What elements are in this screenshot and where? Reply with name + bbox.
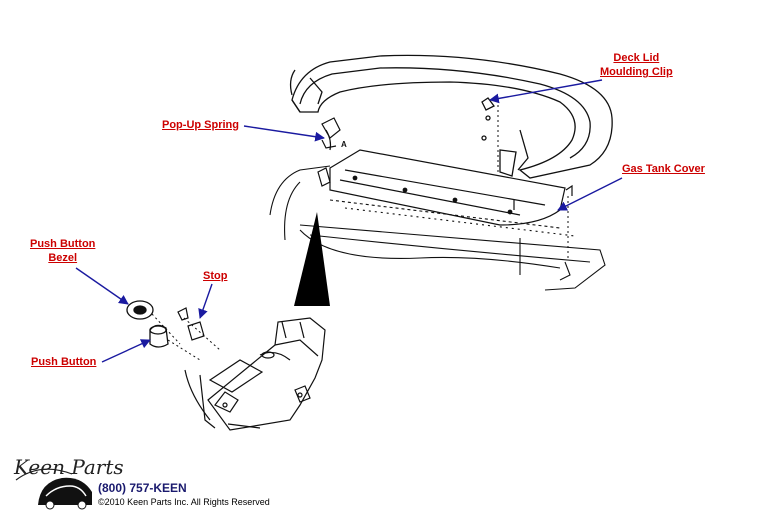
arrow-pop-up-spring (243, 125, 325, 142)
arrow-push-button (101, 339, 151, 363)
label-deck-lid-line1: Deck Lid (613, 52, 660, 64)
label-gas-tank-cover[interactable]: Gas Tank Cover (622, 163, 705, 175)
pop-up-spring-part (317, 117, 341, 187)
label-push-button[interactable]: Push Button (31, 356, 97, 368)
arrow-stop (198, 283, 213, 319)
push-button-bezel-part (126, 300, 154, 320)
arrow-gas-tank-cover (557, 177, 623, 211)
label-deck-lid-line2: Moulding Clip (600, 66, 673, 78)
gas-tank-cover-plate (329, 149, 573, 226)
label-deck-lid-moulding-clip[interactable]: Deck Lid Moulding Clip (600, 51, 673, 79)
label-stop[interactable]: Stop (203, 270, 228, 282)
label-pop-up-spring[interactable]: Pop-Up Spring (162, 119, 239, 131)
keen-parts-logo: Keen Parts (13, 455, 124, 510)
arrow-push-button-bezel (75, 267, 129, 305)
callout-arrows (75, 79, 623, 363)
phone-number: (800) 757-KEEN (98, 481, 187, 495)
copyright-notice: ©2010 Keen Parts Inc. All Rights Reserve… (98, 497, 270, 507)
callout-letter-a: A (341, 140, 347, 149)
stop-part (177, 307, 205, 341)
pointer-wedge (294, 212, 330, 306)
logo-script: Keen Parts (13, 455, 124, 479)
push-button-part (149, 324, 169, 348)
label-push-button-bezel-line2: Bezel (48, 252, 78, 264)
label-push-button-bezel[interactable]: Push Button Bezel (30, 237, 95, 265)
body-panel (269, 165, 606, 291)
car-emblem-icon (38, 477, 92, 505)
deck-lid-frame (289, 54, 613, 179)
arrow-deck-lid-moulding-clip (489, 79, 603, 104)
latch-bracket-assembly (184, 317, 326, 431)
label-push-button-bezel-line1: Push Button (30, 238, 96, 250)
